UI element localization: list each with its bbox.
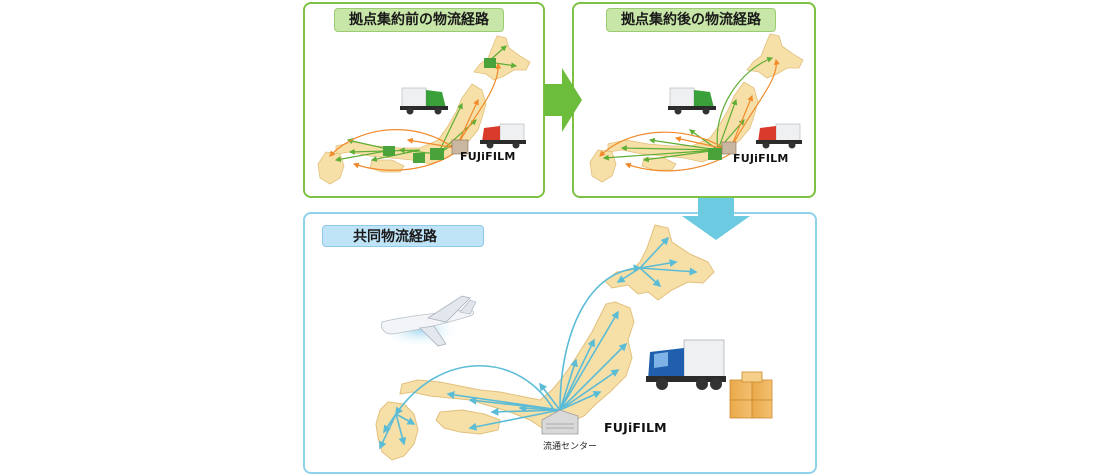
factory-icon [708, 141, 737, 160]
panel-after-title: 拠点集約後の物流経路 [606, 8, 776, 32]
fujifilm-logo-shared: FUJiFILM [604, 420, 667, 435]
cardboard-boxes-icon [729, 371, 773, 419]
panel-before-title: 拠点集約前の物流経路 [334, 8, 504, 32]
airplane-icon [378, 295, 477, 348]
japan-map-shared [375, 224, 715, 461]
panel-shared-title: 共同物流経路 [322, 225, 484, 247]
red-truck-icon [756, 123, 802, 149]
green-truck-icon [400, 87, 448, 115]
fujifilm-logo-after: FUJiFILM [733, 152, 789, 165]
flow-arrow-right [544, 68, 582, 132]
red-truck-icon [480, 123, 526, 149]
fujifilm-logo-before: FUJiFILM [460, 150, 516, 163]
before-routes [329, 45, 518, 171]
shared-routes [379, 236, 698, 450]
factory-icon [383, 58, 496, 163]
blue-truck-icon [646, 339, 726, 390]
warehouse-icon [541, 409, 579, 435]
flow-arrow-down [682, 198, 750, 240]
green-truck-icon [668, 87, 716, 115]
distribution-center-label: 流通センター [543, 442, 598, 452]
